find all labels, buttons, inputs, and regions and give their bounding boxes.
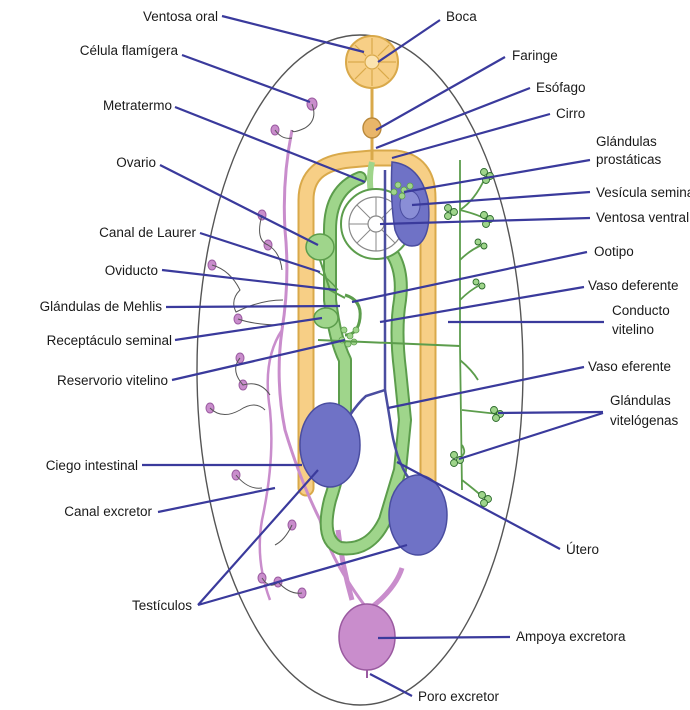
label-glandulas-prostaticas-2: prostáticas: [596, 152, 662, 167]
label-celula-flamigera: Célula flamígera: [80, 43, 179, 58]
leader-ventosa-oral: [222, 16, 364, 52]
leader-vaso-deferente: [380, 287, 584, 322]
label-vesicula-seminal: Vesícula seminal: [596, 185, 690, 200]
label-conducto-vitelino-2: vitelino: [612, 322, 654, 337]
label-ventosa-ventral: Ventosa ventral: [596, 210, 689, 225]
vitelline-glands: [445, 169, 504, 507]
leader-testiculos-1: [198, 470, 318, 605]
label-canal-excretor: Canal excretor: [64, 504, 152, 519]
label-receptaculo-seminal: Receptáculo seminal: [47, 333, 172, 348]
testis-posterior: [389, 475, 447, 555]
label-ovario: Ovario: [116, 155, 156, 170]
excretory-canal-right: [368, 568, 402, 610]
label-glandulas-prostaticas-1: Glándulas: [596, 134, 657, 149]
label-vaso-deferente: Vaso deferente: [588, 278, 679, 293]
leader-poro-excretor: [370, 674, 412, 696]
label-ciego-intestinal: Ciego intestinal: [46, 458, 138, 473]
vitelline-duct-right: [458, 160, 498, 498]
label-ootipo: Ootipo: [594, 244, 634, 259]
labels: Ventosa oral Boca Célula flamígera Farin…: [40, 9, 690, 704]
leader-glandulas-mehlis: [166, 306, 340, 307]
label-boca: Boca: [446, 9, 477, 24]
leader-vaso-eferente: [388, 367, 584, 408]
label-metratermo: Metratermo: [103, 98, 172, 113]
label-glandulas-vitelogenas-2: vitelógenas: [610, 413, 679, 428]
leader-ampoya-excretora: [378, 637, 510, 638]
label-glandulas-mehlis: Glándulas de Mehlis: [40, 299, 163, 314]
label-testiculos: Testículos: [132, 598, 192, 613]
leader-glandulas-vitelogenas-1: [498, 412, 603, 413]
leader-glandulas-vitelogenas-2: [459, 413, 603, 459]
leader-ootipo: [352, 252, 587, 302]
label-poro-excretor: Poro excretor: [418, 689, 500, 704]
label-esofago: Esófago: [536, 80, 586, 95]
testis-anterior: [300, 403, 360, 487]
leader-metratermo: [175, 107, 365, 182]
label-canal-laurer: Canal de Laurer: [99, 225, 196, 240]
label-vaso-eferente: Vaso eferente: [588, 359, 671, 374]
leader-canal-excretor: [158, 488, 275, 512]
label-cirro: Cirro: [556, 106, 585, 121]
label-oviducto: Oviducto: [105, 263, 158, 278]
leader-cirro: [392, 114, 550, 158]
label-conducto-vitelino-1: Conducto: [612, 303, 670, 318]
label-faringe: Faringe: [512, 48, 558, 63]
leader-celula-flamigera: [182, 55, 310, 102]
label-ventosa-oral: Ventosa oral: [143, 9, 218, 24]
label-reservorio-vitelino: Reservorio vitelino: [57, 373, 168, 388]
mouth: [365, 55, 379, 69]
label-glandulas-vitelogenas-1: Glándulas: [610, 393, 671, 408]
label-ampoya-excretora: Ampoya excretora: [516, 629, 626, 644]
label-utero: Útero: [566, 542, 599, 557]
ovary: [306, 234, 334, 260]
